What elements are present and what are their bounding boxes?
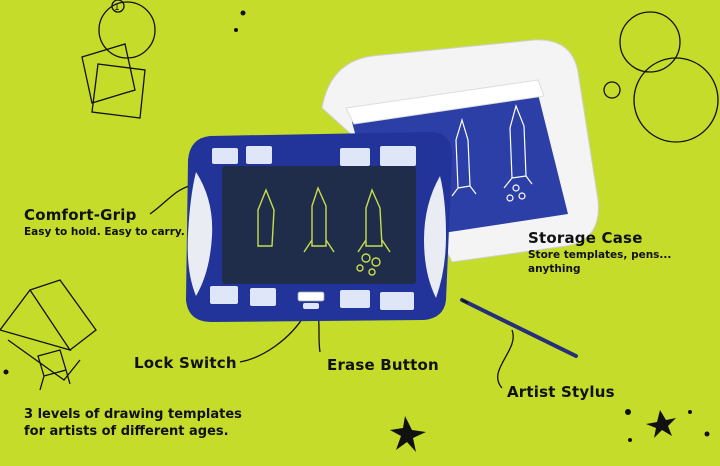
artist-stylus-label: Artist Stylus <box>507 383 615 401</box>
doodle-badge-circle <box>111 0 125 13</box>
description-line-1: 3 levels of drawing templates <box>24 407 242 422</box>
comfort-grip-label: Comfort-Grip Easy to hold. Easy to carry… <box>24 206 185 238</box>
doodle-dots <box>3 10 710 442</box>
storage-case-subtitle-1: Store templates, pens... <box>528 249 672 261</box>
comfort-grip-title: Comfort-Grip <box>24 206 137 224</box>
doodle-chair-icon <box>37 349 71 391</box>
erase-button-label: Erase Button <box>327 356 439 374</box>
doodle-circle-top-right-2 <box>633 57 719 143</box>
template-sheet-top <box>345 79 545 125</box>
doodle-tent-icon <box>0 279 97 381</box>
comfort-grip-left <box>187 172 213 296</box>
tablet-pattern-strip-bottom <box>210 286 414 310</box>
doodle-stacked-squares <box>81 43 146 119</box>
erase-button-title: Erase Button <box>327 356 439 374</box>
doodle-circle-top-right-1 <box>619 11 681 73</box>
artist-stylus <box>460 298 578 358</box>
callout-line-stylus <box>497 329 514 389</box>
drawing-tablet <box>186 132 452 322</box>
artist-stylus-title: Artist Stylus <box>507 383 615 401</box>
doodle-circle-top-left <box>98 1 156 59</box>
lock-switch-title: Lock Switch <box>134 354 237 372</box>
lock-switch[interactable] <box>297 291 325 302</box>
template-rocket-drawings <box>451 104 533 202</box>
description-line-2: for artists of different ages. <box>24 424 229 439</box>
doodle-badge-number: 1 <box>114 3 120 13</box>
erase-button[interactable] <box>303 303 319 309</box>
tablet-pattern-strip-top <box>212 146 416 166</box>
doodle-star-icons <box>390 410 676 452</box>
tablet-screen[interactable] <box>222 166 416 284</box>
storage-case-subtitle-2: anything <box>528 263 581 275</box>
doodle-circle-top-right-3 <box>603 81 621 99</box>
storage-case-label: Storage Case Store templates, pens... an… <box>528 229 671 275</box>
doodle-decorations <box>0 0 719 391</box>
lock-switch-label: Lock Switch <box>134 354 237 372</box>
template-levels-description: 3 levels of drawing templates for artist… <box>24 406 242 440</box>
storage-case-title: Storage Case <box>528 229 643 247</box>
comfort-grip-subtitle: Easy to hold. Easy to carry. <box>24 226 185 238</box>
comfort-grip-right <box>424 176 446 298</box>
screen-rocket-drawings <box>257 186 391 276</box>
